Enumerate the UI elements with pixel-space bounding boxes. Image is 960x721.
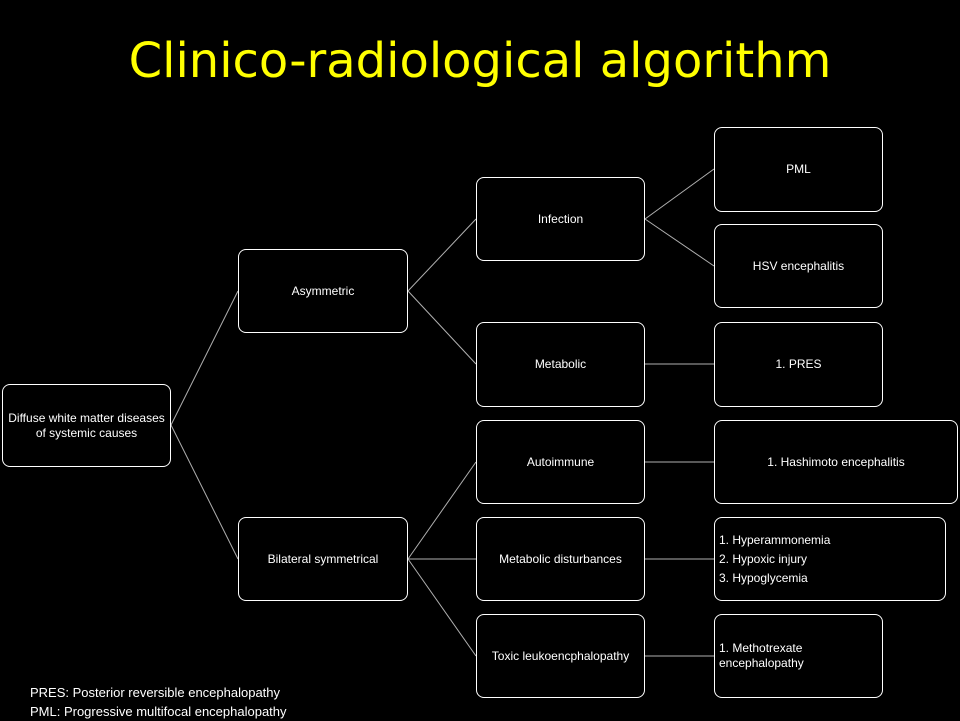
node-asymmetric: Asymmetric bbox=[238, 249, 408, 333]
node-hashimoto-encephalitis: 1. Hashimoto encephalitis bbox=[714, 420, 958, 504]
footnote-pres: PRES: Posterior reversible encephalopath… bbox=[30, 685, 281, 700]
connector-bilateral-autoimmune bbox=[407, 461, 477, 560]
node-metabolic: Metabolic bbox=[476, 322, 645, 407]
node-toxic-leukoencephalopathy: Toxic leukoencphalopathy bbox=[476, 614, 645, 698]
node-methotrexate-encephalopathy: 1. Methotrexate encephalopathy bbox=[714, 614, 883, 698]
node-bilateral-symmetrical: Bilateral symmetrical bbox=[238, 517, 408, 601]
metabolic-disturbances-list: 1. Hyperammonemia 2. Hypoxic injury 3. H… bbox=[719, 529, 830, 590]
connector-asymmetric-metabolic bbox=[407, 290, 477, 365]
connector-root-bilateral bbox=[170, 424, 239, 560]
node-infection: Infection bbox=[476, 177, 645, 261]
page-title: Clinico-radiological algorithm bbox=[128, 33, 832, 89]
node-autoimmune: Autoimmune bbox=[476, 420, 645, 504]
footnotes: PRES: Posterior reversible encephalopath… bbox=[30, 683, 287, 721]
list-item: 1. Hyperammonemia bbox=[719, 532, 831, 547]
node-hsv-encephalitis: HSV encephalitis bbox=[714, 224, 883, 308]
node-root: Diffuse white matter diseases of systemi… bbox=[2, 384, 171, 467]
list-item: 2. Hypoxic injury bbox=[719, 551, 808, 566]
node-pres: 1. PRES bbox=[714, 322, 883, 407]
node-metabolic-list: 1. Hyperammonemia 2. Hypoxic injury 3. H… bbox=[714, 517, 946, 601]
connector-infection-hsv bbox=[644, 218, 715, 267]
connector-root-asymmetric bbox=[170, 290, 239, 426]
node-metabolic-disturbances: Metabolic disturbances bbox=[476, 517, 645, 601]
footnote-pml: PML: Progressive multifocal encephalopat… bbox=[30, 704, 287, 719]
node-pml: PML bbox=[714, 127, 883, 212]
list-item: 3. Hypoglycemia bbox=[719, 570, 808, 585]
connector-infection-pml bbox=[644, 168, 715, 220]
connector-asymmetric-infection bbox=[407, 218, 477, 292]
connector-bilateral-toxic bbox=[407, 558, 477, 657]
